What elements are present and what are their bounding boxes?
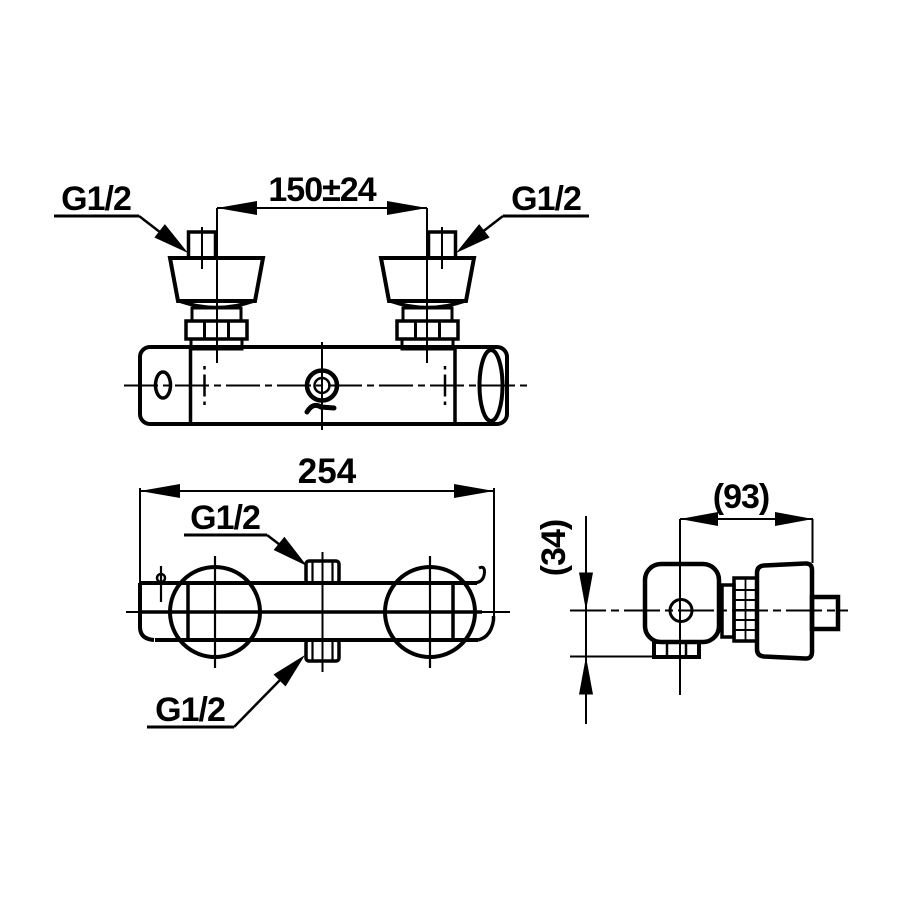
front-left-connector: [167, 208, 266, 363]
dim-overall-arrow-right: [454, 484, 494, 498]
plan-top-leader-arrow: [273, 536, 307, 566]
side-body-outline: [642, 561, 722, 645]
front-right-leader-arrow: [456, 224, 490, 253]
front-right-escutcheon: [378, 256, 477, 303]
side-bottom-outlet-stub: [652, 640, 701, 659]
front-right-leader: [480, 215, 504, 234]
front-right-inlet-callout: [456, 214, 589, 253]
front-left-inlet-callout: [54, 214, 188, 253]
plan-bottom-outlet-callout: [147, 655, 305, 729]
dim-depth-arrow-left: [680, 512, 718, 526]
dim-offset-arrow-top: [579, 572, 593, 611]
plan-top-outlet-label: G1/2: [190, 499, 260, 537]
dim-arrow-right: [387, 201, 427, 215]
front-left-nut-bottom: [189, 337, 244, 351]
dim-outlet-offset: [570, 516, 654, 724]
inlet-spacing-dim-label: 150±24: [268, 171, 376, 209]
plan-bottom-leader: [233, 676, 284, 728]
plan-body-left-edge: [138, 583, 155, 642]
front-left-inlet-label: G1/2: [61, 180, 131, 218]
side-handle-profile: [754, 561, 815, 661]
front-view: [54, 201, 589, 430]
dim-arrow-left: [217, 201, 257, 215]
plan-bottom-outlet-label: G1/2: [155, 691, 225, 729]
dim-depth: [680, 512, 814, 563]
front-left-leader-arrow: [154, 224, 188, 253]
plan-body-right-end-curve: [477, 616, 496, 642]
side-wall-thread-stub: [809, 594, 841, 632]
plan-view: [126, 484, 510, 729]
side-view: [570, 512, 848, 724]
dim-overall-width: [139, 484, 495, 617]
front-right-inlet-label: G1/2: [511, 180, 581, 218]
plan-top-outlet-callout: [184, 533, 307, 566]
outlet-offset-dim-label: (34): [535, 520, 573, 576]
front-center-hook-mark: [304, 402, 337, 415]
side-body-center-hole: [668, 598, 694, 623]
dim-inlet-spacing: [217, 201, 427, 215]
plan-body-right-hook: [473, 565, 487, 585]
plan-bottom-leader-arrow: [273, 655, 305, 687]
front-right-nut-bottom: [400, 337, 455, 351]
front-left-escutcheon: [167, 256, 266, 303]
depth-dim-label: (93): [713, 478, 769, 516]
dim-overall-arrow-left: [140, 484, 180, 498]
dim-offset-arrow-bottom: [579, 656, 593, 695]
front-right-connector: [378, 208, 477, 363]
dim-depth-arrow-right: [775, 512, 813, 526]
overall-width-dim-label: 254: [298, 452, 357, 491]
